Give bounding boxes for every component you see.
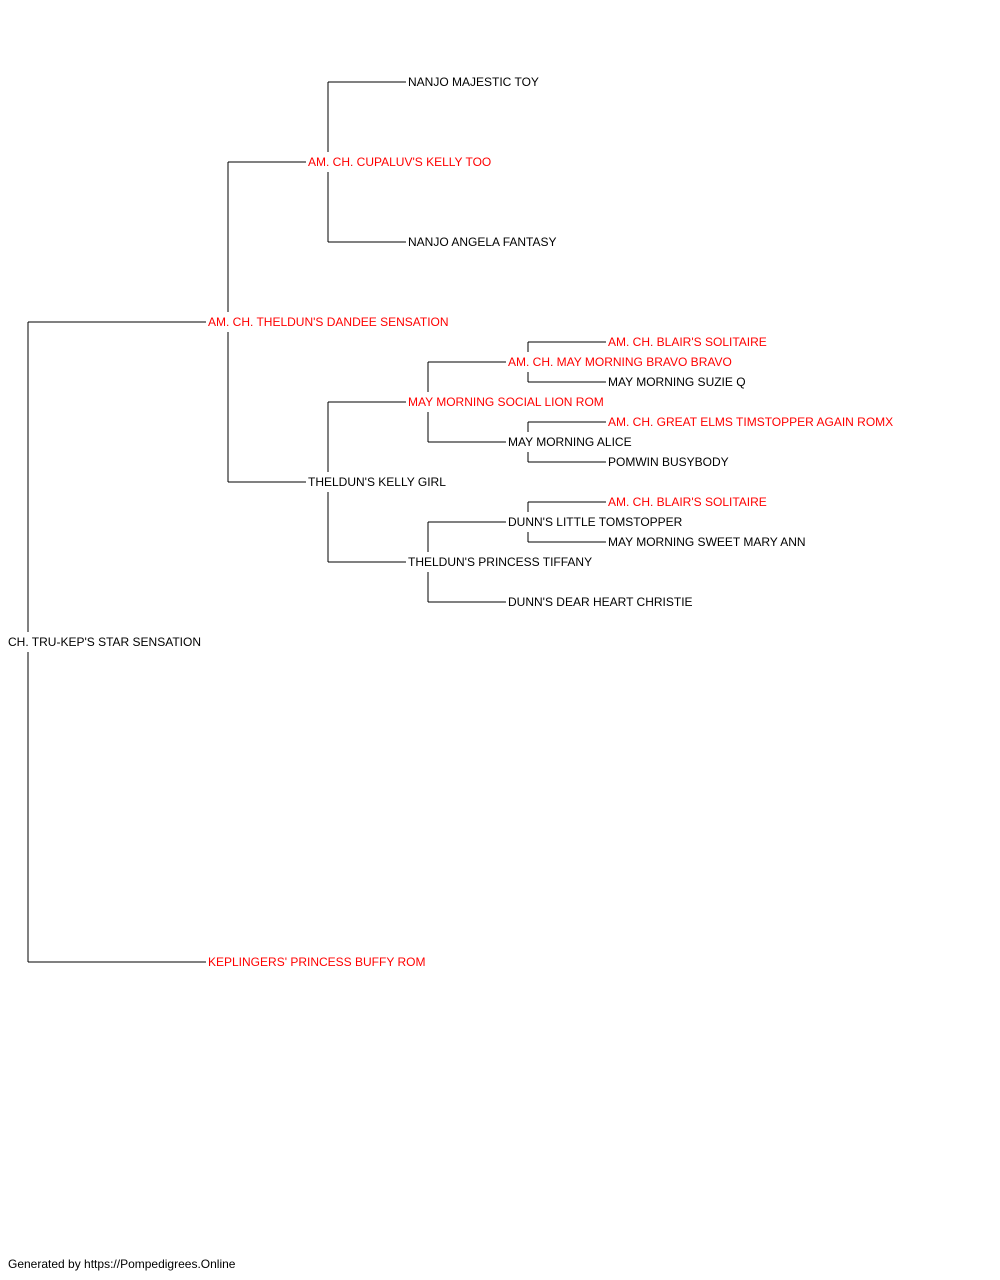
- pedigree-node-gen4[interactable]: DUNN'S DEAR HEART CHRISTIE: [508, 595, 693, 609]
- pedigree-node-gen3[interactable]: MAY MORNING SOCIAL LION ROM: [408, 395, 604, 409]
- pedigree-node-gen5[interactable]: MAY MORNING SWEET MARY ANN: [608, 535, 806, 549]
- pedigree-node-gen3[interactable]: NANJO ANGELA FANTASY: [408, 235, 557, 249]
- pedigree-node-gen4[interactable]: DUNN'S LITTLE TOMSTOPPER: [508, 515, 683, 529]
- pedigree-node-gen2[interactable]: THELDUN'S KELLY GIRL: [308, 475, 446, 489]
- pedigree-node-gen5[interactable]: AM. CH. GREAT ELMS TIMSTOPPER AGAIN ROMX: [608, 415, 893, 429]
- pedigree-node-gen1[interactable]: AM. CH. THELDUN'S DANDEE SENSATION: [208, 315, 449, 329]
- pedigree-node-gen1[interactable]: KEPLINGERS' PRINCESS BUFFY ROM: [208, 955, 425, 969]
- pedigree-node-gen3[interactable]: NANJO MAJESTIC TOY: [408, 75, 539, 89]
- pedigree-node-gen5[interactable]: MAY MORNING SUZIE Q: [608, 375, 746, 389]
- pedigree-node-gen4[interactable]: AM. CH. MAY MORNING BRAVO BRAVO: [508, 355, 732, 369]
- pedigree-node-gen5[interactable]: POMWIN BUSYBODY: [608, 455, 729, 469]
- pedigree-node-gen5[interactable]: AM. CH. BLAIR'S SOLITAIRE: [608, 335, 767, 349]
- pedigree-node-gen4[interactable]: MAY MORNING ALICE: [508, 435, 632, 449]
- pedigree-node-gen3[interactable]: THELDUN'S PRINCESS TIFFANY: [408, 555, 592, 569]
- pedigree-node-gen0[interactable]: CH. TRU-KEP'S STAR SENSATION: [8, 635, 201, 649]
- pedigree-node-gen5[interactable]: AM. CH. BLAIR'S SOLITAIRE: [608, 495, 767, 509]
- pedigree-node-gen2[interactable]: AM. CH. CUPALUV'S KELLY TOO: [308, 155, 491, 169]
- footer-credit: Generated by https://Pompedigrees.Online: [8, 1257, 236, 1271]
